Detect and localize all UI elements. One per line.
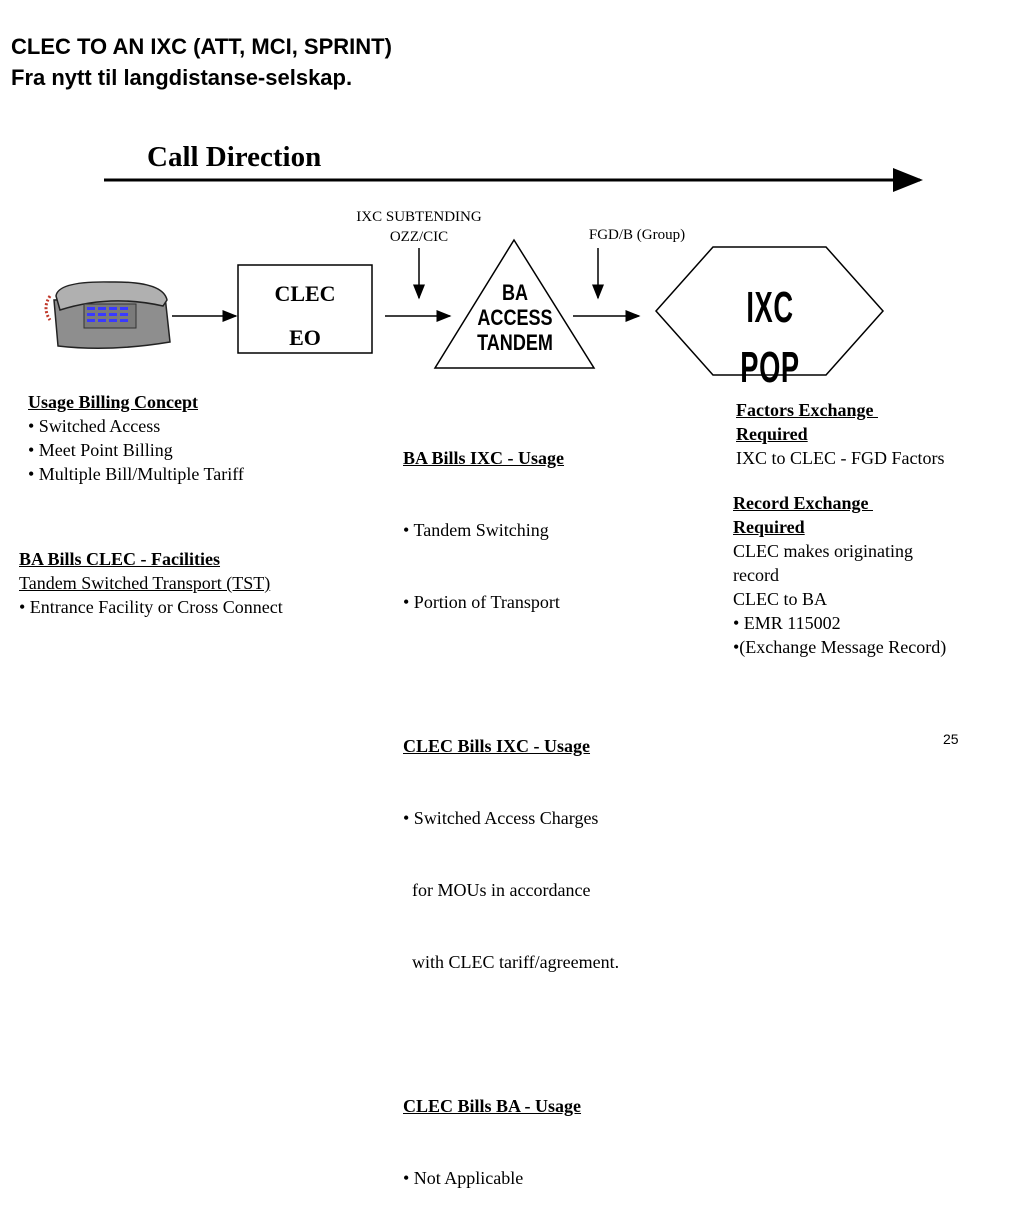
factors-text: IXC to CLEC - FGD Factors	[736, 448, 945, 468]
factors-title-1: Factors Exchange	[736, 400, 878, 420]
usage-item: • Meet Point Billing	[28, 440, 173, 460]
ixc-subtending-line-2: OZZ/CIC	[389, 229, 449, 245]
eo-label: EO	[289, 325, 321, 350]
clec-label: CLEC	[274, 281, 336, 306]
usage-item: • Switched Access	[28, 416, 161, 436]
page-title: CLEC TO AN IXC (ATT, MCI, SPRINT) Fra ny…	[11, 31, 392, 93]
facilities-item: • Entrance Facility or Cross Connect	[19, 597, 283, 617]
title-line-2: Fra nytt til langdistanse-selskap.	[11, 65, 353, 90]
clec-eo-box	[237, 264, 373, 354]
tandem-line-2: ACCESS	[477, 305, 553, 330]
clec-bills-item: with CLEC tariff/agreement.	[403, 952, 620, 972]
record-line: •(Exchange Message Record)	[733, 637, 947, 657]
title-line-1: CLEC TO AN IXC (ATT, MCI, SPRINT)	[11, 34, 392, 59]
call-direction-label: Call Direction	[147, 141, 322, 173]
fgd-label: FGD/B (Group)	[588, 227, 686, 243]
clec-bills-ixc-title: CLEC Bills IXC - Usage	[403, 736, 591, 756]
factors-title-2: Required	[736, 424, 808, 444]
record-title-2: Required	[733, 517, 805, 537]
record-line: CLEC to BA	[733, 589, 828, 609]
ba-bills-item: • Tandem Switching	[403, 520, 549, 540]
clec-ba-item: • Not Applicable	[403, 1168, 524, 1188]
clec-bills-item: for MOUs in accordance	[403, 880, 591, 900]
record-line: CLEC makes originating	[733, 541, 913, 561]
ixc-pop-hexagon	[654, 246, 885, 376]
record-line: record	[733, 565, 779, 585]
facilities-title: BA Bills CLEC - Facilities	[19, 549, 221, 569]
clec-eo-label: CLEC EO	[238, 272, 372, 360]
ba-bills-title: BA Bills IXC - Usage	[403, 448, 565, 468]
usage-item: • Multiple Bill/Multiple Tariff	[28, 464, 244, 484]
tandem-line-1: BA	[501, 280, 529, 305]
middle-billing-block: BA Bills IXC - Usage • Tandem Switching …	[403, 398, 619, 1214]
clec-bills-ba-title: CLEC Bills BA - Usage	[403, 1096, 582, 1116]
telephone-icon	[44, 281, 171, 349]
ixc-subtending-line-1: IXC SUBTENDING	[356, 209, 482, 225]
ba-bills-item: • Portion of Transport	[403, 592, 560, 612]
ixc-pop-label: IXC POP	[740, 283, 800, 392]
facilities-subtitle: Tandem Switched Transport (TST)	[19, 573, 271, 593]
tandem-label: BA ACCESS TANDEM	[465, 280, 565, 355]
clec-bills-item: • Switched Access Charges	[403, 808, 599, 828]
record-title-1: Record Exchange	[733, 493, 873, 513]
record-line: • EMR 115002	[733, 613, 841, 633]
ixc-subtending-label: IXC SUBTENDING OZZ/CIC	[330, 207, 508, 247]
call-flow-diagram	[44, 168, 923, 376]
usage-billing-block: Usage Billing Concept • Switched Access …	[28, 390, 244, 486]
page-number: 25	[943, 731, 959, 747]
facilities-block: BA Bills CLEC - Facilities Tandem Switch…	[19, 547, 283, 619]
tandem-line-3: TANDEM	[477, 330, 553, 355]
record-block: Record Exchange Required CLEC makes orig…	[733, 491, 946, 659]
usage-billing-title: Usage Billing Concept	[28, 392, 199, 412]
factors-block: Factors Exchange Required IXC to CLEC - …	[736, 398, 945, 470]
access-tandem-triangle	[433, 238, 596, 369]
